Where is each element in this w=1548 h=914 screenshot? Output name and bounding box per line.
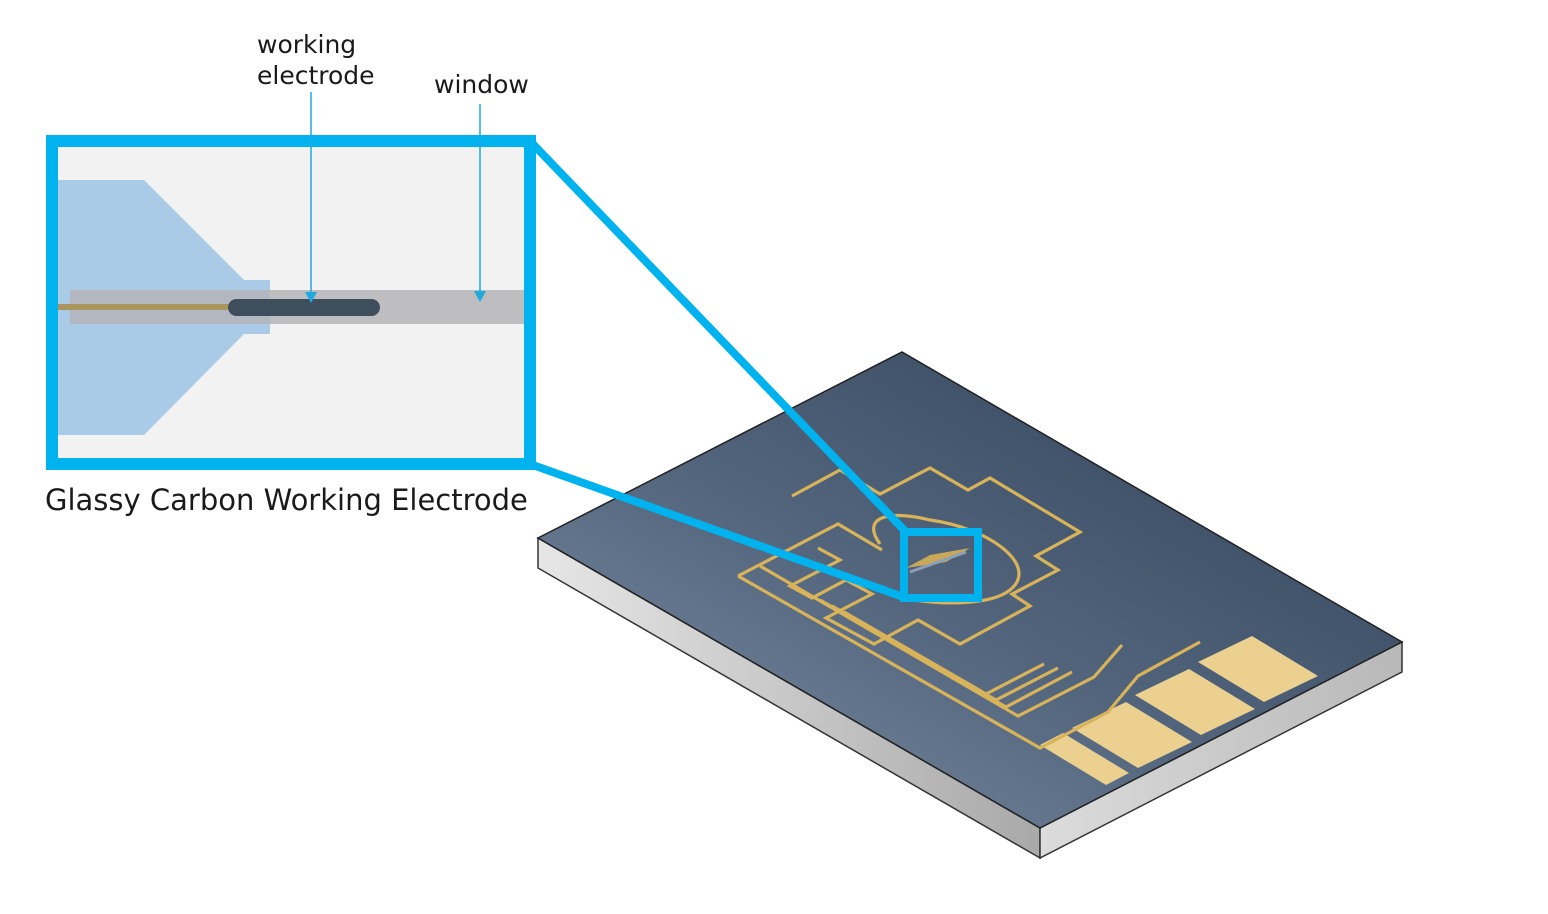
working-electrode-element: [228, 299, 380, 316]
gold-contact-pads: [1040, 636, 1318, 785]
gold-traces: [737, 466, 1201, 750]
working-electrode-label-line1: working: [257, 30, 356, 59]
callout-frame: [46, 135, 536, 470]
diagram-caption: Glassy Carbon Working Electrode: [45, 483, 528, 517]
window-arrowhead: [474, 291, 486, 302]
working-electrode-label-line2: electrode: [257, 61, 375, 90]
working-electrode-arrowhead: [305, 292, 317, 303]
chip-zoom-square: [900, 528, 982, 602]
pointer-lines: [305, 92, 486, 303]
zoom-callout: [46, 135, 536, 470]
gold-lead: [58, 304, 238, 310]
chip-working-electrode-detail: [906, 548, 970, 574]
callout-connector: [527, 138, 909, 602]
chip-top-face: [536, 351, 1404, 829]
electrode-chip: [536, 351, 1404, 860]
window-label: window: [434, 70, 529, 99]
